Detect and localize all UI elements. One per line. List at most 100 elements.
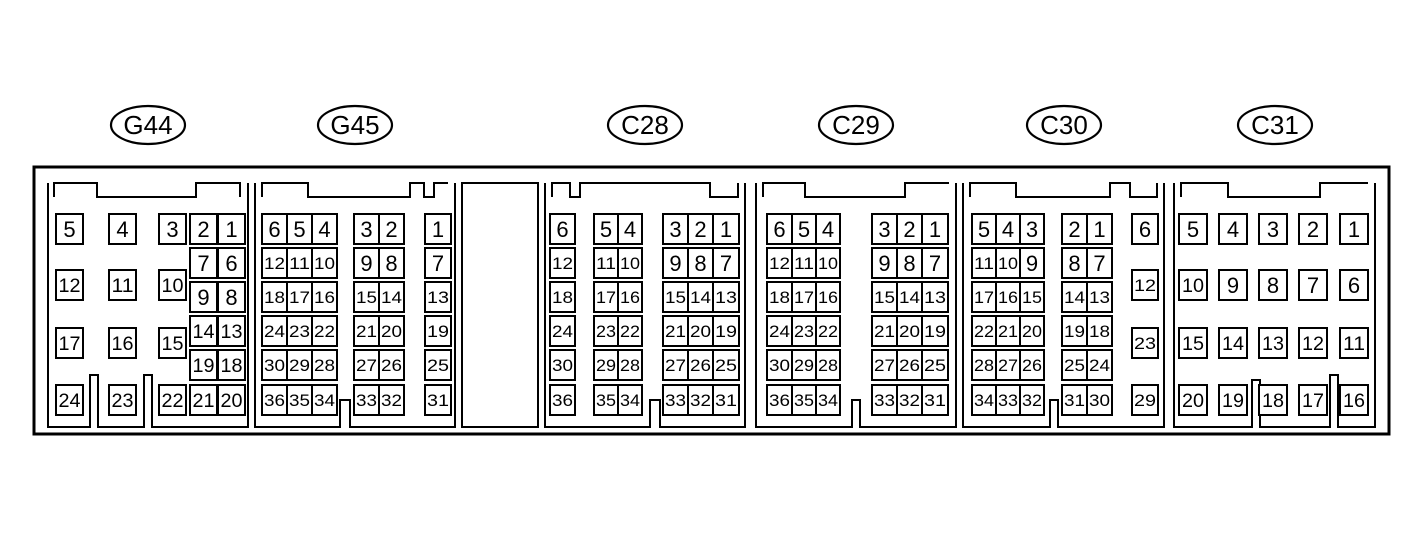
pin-number: 19 (715, 322, 737, 341)
pin-cell (1178, 327, 1208, 359)
pin-number: 16 (314, 288, 335, 307)
pin-cell (1218, 269, 1248, 301)
pin-number: 20 (381, 322, 402, 341)
pin-cell (1086, 349, 1113, 381)
pin-cell (593, 315, 619, 347)
pin-cell (424, 213, 452, 245)
pin-number: 11 (1343, 334, 1365, 355)
pin-number: 21 (998, 322, 1018, 341)
pin-cell (1218, 213, 1248, 245)
pin-number: 11 (974, 254, 994, 273)
connector-latch-outline (762, 182, 949, 198)
pin-cell (378, 349, 405, 381)
pin-cell (995, 281, 1021, 313)
pin-number: 35 (794, 391, 814, 410)
pin-cell (871, 315, 898, 347)
pin-cell (712, 247, 740, 279)
pin-number: 4 (116, 217, 128, 242)
pin-number: 4 (822, 217, 834, 242)
pin-number: 28 (974, 356, 994, 375)
pin-number: 32 (690, 391, 711, 410)
pin-number: 32 (381, 391, 402, 410)
blank-housing-slot (461, 182, 539, 428)
pin-number: 6 (1348, 273, 1360, 298)
pin-number: 24 (264, 322, 285, 341)
pin-number: 30 (264, 356, 285, 375)
pin-number: 36 (769, 391, 790, 410)
pin-cell (1061, 315, 1088, 347)
pin-number: 29 (596, 356, 616, 375)
pin-number: 18 (769, 288, 790, 307)
pin-cell (424, 384, 452, 416)
pin-number: 8 (1068, 251, 1080, 276)
pin-number: 25 (715, 356, 737, 375)
pin-number: 4 (1002, 217, 1014, 242)
pin-cell (921, 247, 949, 279)
pin-number: 30 (1089, 391, 1110, 410)
pin-number: 10 (620, 254, 640, 273)
pin-number: 7 (1093, 251, 1105, 276)
pin-cell (261, 281, 288, 313)
connector-label-oval (1025, 104, 1103, 146)
pin-number: 14 (1064, 288, 1085, 307)
pin-number: 14 (381, 288, 402, 307)
pin-cell (353, 247, 380, 279)
pin-number: 15 (665, 288, 686, 307)
pin-cell (158, 269, 187, 301)
pin-number: 22 (818, 322, 838, 341)
pin-number: 3 (878, 217, 890, 242)
pin-number: 8 (1267, 273, 1279, 298)
pin-number: 16 (998, 288, 1018, 307)
pin-cell (55, 327, 84, 359)
pin-number: 34 (974, 391, 994, 410)
pin-cell (766, 247, 793, 279)
pin-number: 12 (552, 254, 573, 273)
connector-label: C29 (832, 110, 880, 140)
pin-number: 12 (264, 254, 285, 273)
pin-number: 5 (978, 217, 990, 242)
pin-number: 7 (929, 251, 941, 276)
pin-cell (1178, 384, 1208, 416)
pin-number: 3 (360, 217, 372, 242)
pin-number: 3 (1026, 217, 1038, 242)
pin-number: 2 (694, 217, 706, 242)
pin-cell (921, 349, 949, 381)
pin-number: 1 (720, 217, 732, 242)
pin-cell (896, 247, 923, 279)
pin-cell (378, 213, 405, 245)
pin-cell (1258, 327, 1288, 359)
pin-cell (1019, 247, 1045, 279)
pin-cell (108, 384, 137, 416)
pin-number: 2 (1068, 217, 1080, 242)
pin-cell (791, 315, 817, 347)
pin-number: 13 (427, 288, 449, 307)
pin-number: 17 (974, 288, 994, 307)
pin-number: 17 (794, 288, 814, 307)
pin-number: 27 (998, 356, 1018, 375)
pin-number: 23 (112, 391, 134, 412)
pin-cell (549, 247, 576, 279)
pin-number: 35 (289, 391, 310, 410)
pin-number: 1 (1093, 217, 1105, 242)
pin-number: 28 (818, 356, 838, 375)
pin-number: 7 (720, 251, 732, 276)
pin-number: 6 (225, 251, 237, 276)
pin-number: 4 (624, 217, 636, 242)
pin-number: 18 (552, 288, 573, 307)
pin-cell (424, 315, 452, 347)
pin-number: 23 (794, 322, 814, 341)
pin-cell (971, 281, 997, 313)
connector-label: C30 (1040, 110, 1088, 140)
pin-number: 15 (1182, 334, 1204, 355)
pin-cell (261, 247, 288, 279)
pin-cell (549, 349, 576, 381)
pin-number: 25 (1064, 356, 1085, 375)
pin-number: 18 (221, 356, 243, 377)
connector-label: G45 (330, 110, 379, 140)
pin-number: 21 (665, 322, 686, 341)
pin-cell (549, 315, 576, 347)
pin-number: 4 (1227, 217, 1239, 242)
